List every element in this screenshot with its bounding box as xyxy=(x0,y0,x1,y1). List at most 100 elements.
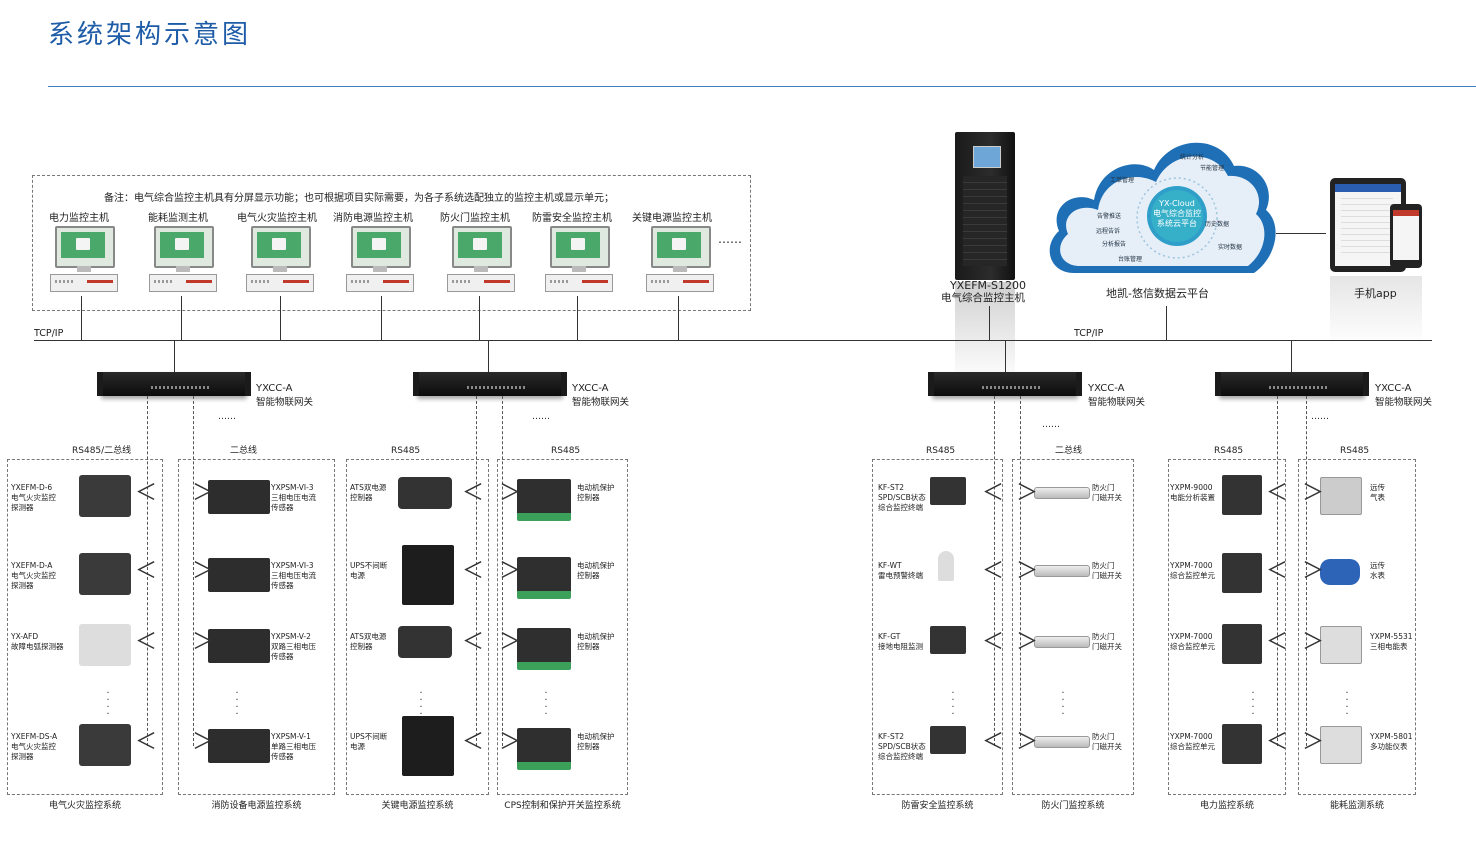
connector-chevron-icon: ＞ xyxy=(499,481,522,506)
device-icon xyxy=(79,475,131,517)
screen-logo-icon xyxy=(272,238,286,250)
subsystem-name: 关键电源监控系统 xyxy=(381,801,454,811)
device-icon xyxy=(1034,487,1090,499)
gateway-ear-right xyxy=(1076,372,1082,396)
gateway-link-line xyxy=(1291,340,1292,372)
host-led-bar xyxy=(283,280,309,283)
host-group-box xyxy=(32,175,751,311)
subsystem-bus-label: RS485 xyxy=(391,446,421,456)
device-label: YXPM-7000 综合监控单元 xyxy=(1170,732,1215,751)
device-label: 电动机保护 控制器 xyxy=(577,483,615,502)
connector-chevron-icon: ＞ xyxy=(1016,481,1039,506)
subsystem-box xyxy=(1168,459,1286,795)
cloud-item-label: 节能管理 xyxy=(1200,165,1225,172)
device-icon xyxy=(402,545,454,605)
host-buttons xyxy=(550,280,570,283)
device-label: 防火门 门磁开关 xyxy=(1092,732,1122,751)
host-label: 防火门监控主机 xyxy=(440,213,510,224)
phone-screen xyxy=(1393,210,1419,260)
gateway-name: 智能物联网关 xyxy=(1375,397,1433,408)
subsystem-box xyxy=(7,459,163,795)
host-screen xyxy=(61,232,105,258)
connector-chevron-icon: ＜ xyxy=(135,630,158,655)
subsystem-box xyxy=(497,459,628,795)
subsystem-name: 电气火灾监控系统 xyxy=(48,801,121,811)
device-icon xyxy=(1320,559,1360,585)
subsystem-name: 消防设备电源监控系统 xyxy=(211,801,302,811)
host-monitor xyxy=(154,226,214,268)
host-monitor xyxy=(651,226,711,268)
device-label: 防火门 门磁开关 xyxy=(1092,632,1122,651)
host-buttons xyxy=(154,280,174,283)
subsystem-bus-label: RS485/二总线 xyxy=(72,446,132,456)
connector-chevron-icon: ＜ xyxy=(462,630,485,655)
subsystem-bus-line xyxy=(1277,396,1278,746)
phone xyxy=(1390,204,1422,268)
more-devices-dots: ···· xyxy=(419,688,423,720)
subsystem-box xyxy=(178,459,335,795)
subsystem-bus-line xyxy=(1306,396,1307,746)
device-label: ATS双电源 控制器 xyxy=(350,483,387,502)
host-drop-line xyxy=(479,296,480,340)
host-buttons xyxy=(452,280,472,283)
device-label: YX-AFD 故障电弧探测器 xyxy=(11,632,64,651)
device-icon xyxy=(1222,724,1262,764)
device-label: 远传 气表 xyxy=(1370,483,1385,502)
gateway-port-lights xyxy=(1269,386,1329,389)
host-led-bar xyxy=(186,280,212,283)
connector-chevron-icon: ＞ xyxy=(192,730,215,755)
host-led-bar xyxy=(683,280,709,283)
cloud-center-line-3: 系统云平台 xyxy=(1157,219,1197,228)
device-label: YXPSM-V-1 单路三相电压 传感器 xyxy=(271,732,316,761)
host-drop-line xyxy=(280,296,281,340)
connector-chevron-icon: ＜ xyxy=(1266,481,1289,506)
gateway-ear-right xyxy=(561,372,567,396)
host-unit xyxy=(50,274,118,292)
device-icon xyxy=(208,558,270,592)
server-name: 电气综合监控主机 xyxy=(941,292,1025,304)
connector-chevron-icon: ＞ xyxy=(192,559,215,584)
device-label: YXPM-9000 电能分析装置 xyxy=(1170,483,1215,502)
subsystem-name: CPS控制和保护开关监控系统 xyxy=(504,801,621,811)
gateway-device xyxy=(413,372,567,396)
server-screen xyxy=(973,146,1001,168)
host-drop-line xyxy=(678,296,679,340)
host-stand xyxy=(673,266,687,272)
device-icon xyxy=(517,557,571,599)
host-unit xyxy=(246,274,314,292)
server-model: YXEFM-S1200 xyxy=(950,279,1026,292)
subsystem-bus-label: RS485 xyxy=(1340,446,1370,456)
connector-chevron-icon: ＞ xyxy=(1302,630,1325,655)
gateway-more-dots: …… xyxy=(1042,420,1060,430)
connector-chevron-icon: ＜ xyxy=(982,559,1005,584)
device-label: YXPSM-V-2 双路三相电压 传感器 xyxy=(271,632,316,661)
subsystem-name: 能耗监测系统 xyxy=(1329,801,1384,811)
tcpip-label-left: TCP/IP xyxy=(34,328,64,339)
host-unit xyxy=(545,274,613,292)
gateway-name: 智能物联网关 xyxy=(572,397,630,408)
more-devices-dots: ···· xyxy=(951,688,955,720)
host-label: 电气火灾监控主机 xyxy=(237,213,317,224)
connector-chevron-icon: ＞ xyxy=(499,730,522,755)
gateway-link-line xyxy=(488,340,489,372)
more-devices-dots: ···· xyxy=(1345,688,1349,720)
host-unit xyxy=(346,274,414,292)
connector-chevron-icon: ＜ xyxy=(135,481,158,506)
connector-chevron-icon: ＜ xyxy=(135,559,158,584)
device-label: YXPSM-VI-3 三相电压电流 传感器 xyxy=(271,561,316,590)
cloud-center-line-2: 电气综合监控 xyxy=(1153,209,1201,218)
connector-chevron-icon: ＜ xyxy=(135,730,158,755)
host-screen xyxy=(160,232,204,258)
gateway-link-line xyxy=(1005,340,1006,372)
cloud-item-label: 统计分析 xyxy=(1180,154,1205,161)
device-label: YXEFM-DS-A 电气火灾监控 探测器 xyxy=(11,732,58,761)
subsystem-name: 防火门监控系统 xyxy=(1041,801,1105,811)
host-stand xyxy=(572,266,586,272)
connector-chevron-icon: ＜ xyxy=(982,730,1005,755)
host-label: 防雷安全监控主机 xyxy=(532,213,612,224)
device-icon xyxy=(930,626,966,654)
device-icon xyxy=(1034,736,1090,748)
gateway-device xyxy=(928,372,1082,396)
device-icon xyxy=(1034,565,1090,577)
subsystem-bus-line xyxy=(1020,396,1021,746)
